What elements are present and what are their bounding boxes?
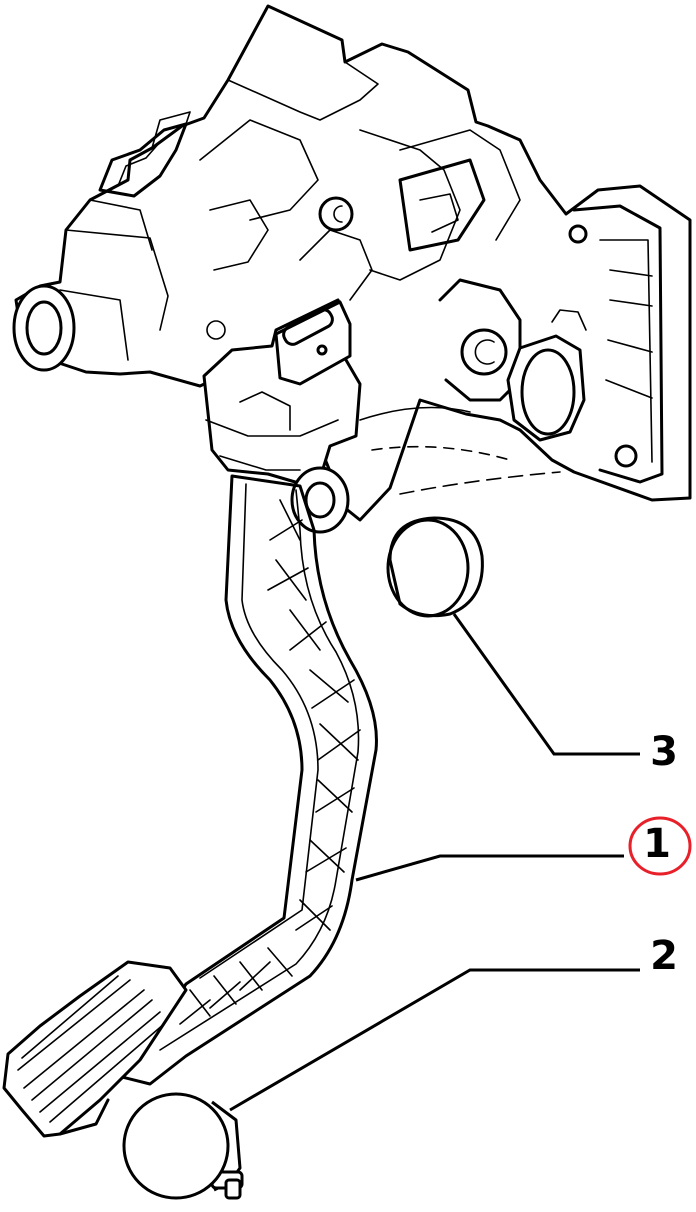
callout-label-1: 1 [643, 821, 671, 867]
callout-label-3: 3 [650, 729, 678, 775]
callout-highlight-circle [628, 816, 692, 876]
bumper-cap [386, 516, 484, 618]
leader-lines [229, 613, 640, 1112]
pedal-stop-pad [122, 1092, 244, 1200]
pedal-lever [2, 298, 378, 1138]
leader-line-2 [229, 968, 640, 1112]
callout-label-2: 2 [650, 933, 678, 979]
leader-line-1 [355, 854, 624, 882]
pedal-mounting-bracket [12, 4, 692, 522]
leader-line-3 [452, 613, 640, 756]
